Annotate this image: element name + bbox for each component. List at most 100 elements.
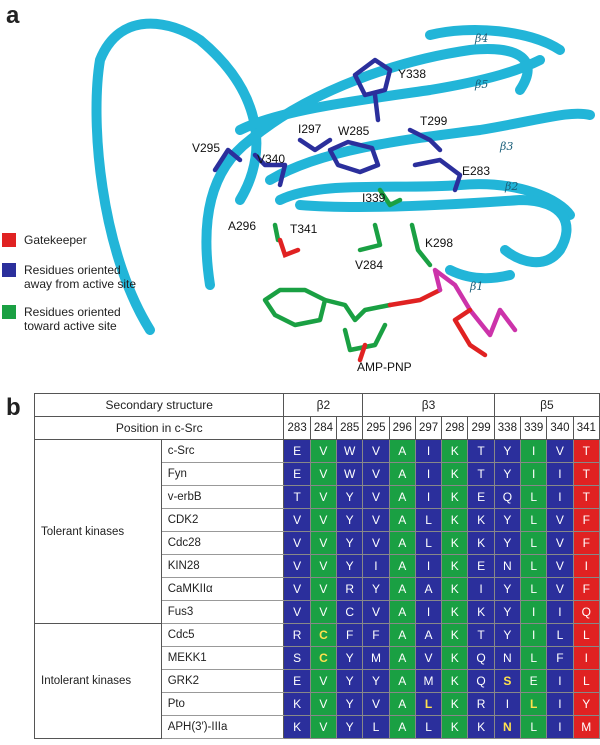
residue-cell: Y [493,600,522,624]
kinase-name: c-Src [160,439,285,463]
residue-cell: C [336,600,364,624]
residue-cell: L [572,669,600,693]
residue-cell: V [309,531,338,555]
residue-cell: L [546,623,574,647]
backbone-ribbon [91,18,595,335]
position-number: 285 [336,416,364,440]
residue-cell: A [388,462,416,486]
panel-a-label: a [6,2,20,29]
residue-cell: F [572,508,600,532]
position-number: 339 [520,416,548,440]
residue-cell: Q [467,646,495,670]
residue-cell: L [520,485,548,509]
residue-cell: S [493,669,522,693]
residue-cell: I [546,485,574,509]
residue-cell: K [441,577,469,601]
residue-cell: K [441,531,469,555]
residue-cell: L [520,554,548,578]
gatekeeper-residue-stick [277,237,301,258]
residue-cell: W [336,439,364,463]
residue-cell: K [441,462,469,486]
residue-cell: V [309,485,338,509]
residue-cell: L [414,531,443,555]
residue-cell: V [283,531,311,555]
residue-cell: K [283,715,311,739]
kinase-name: KIN28 [160,554,285,578]
secondary-structure-header: Secondary structure [33,393,285,417]
residue-cell: Y [493,623,522,647]
residue-cell: Y [336,715,364,739]
residue-cell: Y [493,439,522,463]
residue-label: V295 [192,141,220,155]
residue-cell: I [546,462,574,486]
legend-text: Residues oriented toward active site [24,305,121,333]
beta3-label: β3 [499,140,513,153]
residue-label: T341 [290,222,318,236]
residue-cell: A [414,577,443,601]
residue-label: W285 [338,124,370,138]
residue-cell: V [546,531,574,555]
position-number: 295 [362,416,390,440]
legend-text: Residues oriented away from active site [24,263,137,291]
residue-cell: L [362,715,390,739]
residue-cell: K [441,715,469,739]
residue-cell: L [520,646,548,670]
residue-cell: V [362,692,390,716]
residue-cell: M [362,646,390,670]
kinase-name: CaMKIIα [160,577,285,601]
residue-cell: T [467,623,495,647]
residue-cell: M [414,669,443,693]
residue-cell: F [336,623,364,647]
position-number: 338 [493,416,522,440]
beta-strand-header: β5 [493,393,600,417]
residue-cell: V [309,600,338,624]
residue-label: Y338 [398,67,426,81]
position-number: 284 [309,416,338,440]
residue-label: V284 [355,258,383,272]
blue-residue-sticks [212,57,463,193]
residue-cell: V [309,715,338,739]
legend-toward: Residues oriented toward active site [2,305,121,333]
kinase-name: Fus3 [160,600,285,624]
residue-cell: V [309,508,338,532]
residue-cell: I [414,439,443,463]
residue-cell: I [546,669,574,693]
residue-cell: Y [336,508,364,532]
residue-label: I339 [362,191,386,205]
residue-cell: L [520,715,548,739]
legend-away: Residues oriented away from active site [2,263,136,291]
residue-cell: L [520,692,548,716]
residue-cell: A [388,577,416,601]
legend-gatekeeper: Gatekeeper [2,233,87,247]
kinase-group-label: Tolerant kinases [34,439,162,624]
position-number: 283 [283,416,311,440]
legend-swatch [2,305,16,319]
residue-cell: Y [336,692,364,716]
kinase-name: Fyn [160,462,285,486]
beta-strand-header: β2 [283,393,364,417]
residue-cell: Q [467,669,495,693]
residue-cell: V [309,577,338,601]
residue-cell: E [520,669,548,693]
kinase-name: Cdc28 [160,531,285,555]
residue-cell: L [414,715,443,739]
residue-cell: N [493,646,522,670]
residue-cell: V [309,439,338,463]
residue-cell: K [441,623,469,647]
position-number: 297 [414,416,443,440]
residue-cell: K [467,715,495,739]
residue-cell: A [388,485,416,509]
residue-cell: V [283,554,311,578]
residue-cell: K [441,439,469,463]
kinase-group-label: Intolerant kinases [34,623,162,739]
residue-label: I297 [298,122,322,136]
position-number: 298 [441,416,469,440]
